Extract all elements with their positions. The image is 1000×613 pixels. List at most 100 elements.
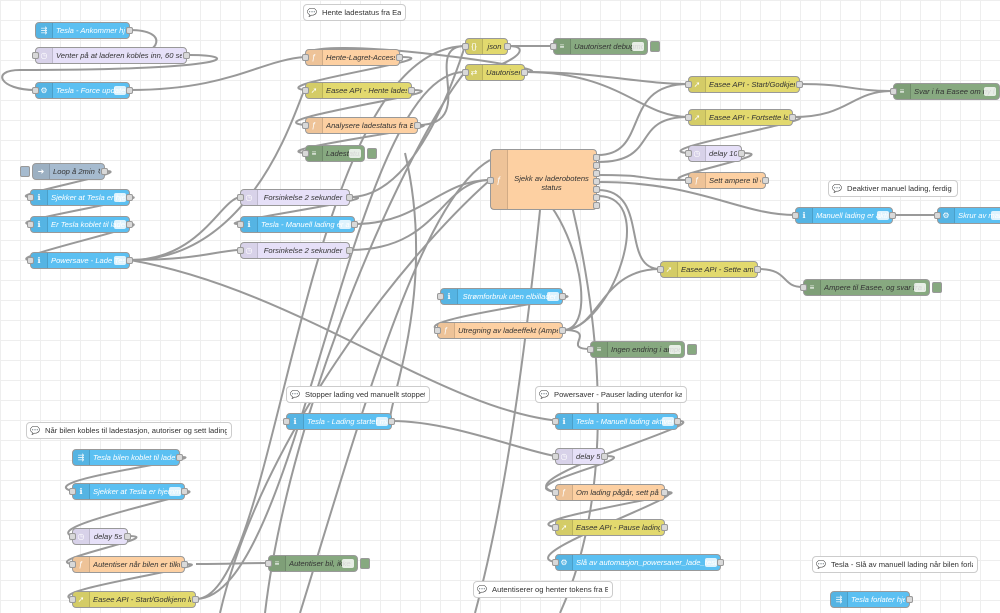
node-ingen-endring-ampere[interactable]: ≡Ingen endring i ampere: [587, 341, 697, 358]
input-port[interactable]: [434, 327, 441, 334]
input-port[interactable]: [462, 69, 469, 76]
input-port[interactable]: [890, 88, 897, 95]
input-port[interactable]: [552, 418, 559, 425]
output-port[interactable]: [126, 221, 133, 228]
node-easee-api-pause[interactable]: ➚Easee API - Pause lading: [552, 519, 668, 536]
output-port[interactable]: [559, 293, 566, 300]
input-port[interactable]: [69, 488, 76, 495]
input-port[interactable]: [302, 54, 309, 61]
input-port[interactable]: [685, 114, 692, 121]
input-port[interactable]: [302, 87, 309, 94]
input-port[interactable]: [552, 524, 559, 531]
input-port[interactable]: [69, 533, 76, 540]
input-port[interactable]: [552, 453, 559, 460]
node-deaktiver-manuel-lading[interactable]: 💬Deaktiver manuel lading, ferdig ladet: [828, 180, 958, 197]
input-port[interactable]: [437, 293, 444, 300]
node-comment-hente-ladestatus[interactable]: 💬Hente ladestatus fra Easee: [303, 4, 406, 21]
input-port[interactable]: [32, 52, 39, 59]
input-port[interactable]: [302, 150, 309, 157]
node-powersaver-pauser-comment[interactable]: 💬Powersaver - Pauser lading utenfor kale…: [535, 386, 687, 403]
input-port[interactable]: [283, 418, 290, 425]
node-forsinkelse-2s-2[interactable]: ◷Forsinkelse 2 sekunder: [237, 242, 353, 259]
output-port[interactable]: [593, 178, 600, 185]
inject-button[interactable]: [20, 166, 30, 177]
output-port[interactable]: [351, 221, 358, 228]
output-port[interactable]: [396, 54, 403, 61]
input-port[interactable]: [685, 81, 692, 88]
node-easee-api-hente-ladestatus[interactable]: ➚Easee API - Hente ladestatus: [302, 82, 415, 99]
output-port[interactable]: [414, 122, 421, 129]
input-port[interactable]: [302, 122, 309, 129]
node-tesla-forlater-hjem[interactable]: ⇶Tesla forlater hjem: [830, 591, 913, 608]
debug-toggle-button[interactable]: [650, 41, 660, 52]
input-port[interactable]: [237, 221, 244, 228]
node-easee-api-start-godkjenn[interactable]: ➚Easee API - Start/Godkjenn lading: [685, 76, 803, 93]
node-tesla-force-update[interactable]: ⚙Tesla - Force update: [32, 82, 133, 99]
node-delay-5s-1[interactable]: ◷delay 5s: [552, 448, 608, 465]
node-naar-bilen-kobles-comment[interactable]: 💬Når bilen kobles til ladestasjon, autor…: [26, 422, 232, 439]
output-port[interactable]: [126, 27, 133, 34]
node-venter-paa-laderen[interactable]: ◷Venter på at laderen kobles inn, 60 sek…: [32, 47, 190, 64]
output-port[interactable]: [346, 247, 353, 254]
output-port[interactable]: [176, 454, 183, 461]
output-port[interactable]: [717, 559, 724, 566]
debug-toggle-button[interactable]: [687, 344, 697, 355]
output-port[interactable]: [661, 489, 668, 496]
input-port[interactable]: [800, 284, 807, 291]
output-port[interactable]: [593, 162, 600, 169]
node-tesla-ankommer[interactable]: ⇶Tesla - Ankommer hjemme: [35, 22, 133, 39]
node-ampere-til-easee[interactable]: ≡Ampere til Easee, og svar fra Easee: [800, 279, 942, 296]
node-tesla-bilen-koblet[interactable]: ⇶Tesla bilen koblet til lader: [72, 449, 183, 466]
input-port[interactable]: [27, 257, 34, 264]
output-port[interactable]: [593, 170, 600, 177]
output-port[interactable]: [126, 257, 133, 264]
output-port[interactable]: [183, 52, 190, 59]
output-port[interactable]: [388, 418, 395, 425]
input-port[interactable]: [69, 561, 76, 568]
node-tesla-slaa-av-comment[interactable]: 💬Tesla - Slå av manuell lading når bilen…: [812, 556, 978, 573]
debug-toggle-button[interactable]: [360, 558, 370, 569]
input-port[interactable]: [462, 43, 469, 50]
input-port[interactable]: [487, 177, 494, 184]
input-port[interactable]: [27, 221, 34, 228]
node-easee-api-sette-ampere[interactable]: ➚Easee API - Sette ampere: [657, 261, 761, 278]
output-port[interactable]: [796, 81, 803, 88]
debug-toggle-button[interactable]: [932, 282, 942, 293]
input-port[interactable]: [32, 87, 39, 94]
output-port[interactable]: [126, 87, 133, 94]
node-delay-5s-2[interactable]: ◷delay 5s: [69, 528, 131, 545]
output-port[interactable]: [593, 154, 600, 161]
input-port[interactable]: [685, 150, 692, 157]
input-port[interactable]: [685, 177, 692, 184]
output-port[interactable]: [738, 150, 745, 157]
input-port[interactable]: [657, 266, 664, 273]
output-port[interactable]: [889, 212, 896, 219]
output-port[interactable]: [126, 194, 133, 201]
output-port[interactable]: [192, 596, 199, 603]
output-port[interactable]: [661, 524, 668, 531]
input-port[interactable]: [69, 596, 76, 603]
node-stopper-lading-comment[interactable]: 💬Stopper lading ved manuellt stoppet lad…: [286, 386, 430, 403]
output-port[interactable]: [789, 114, 796, 121]
output-port[interactable]: [521, 69, 528, 76]
output-port[interactable]: [504, 43, 511, 50]
output-port[interactable]: [906, 596, 913, 603]
node-autentiserer-comment[interactable]: 💬Autentiserer og henter tokens fra Easee: [473, 581, 613, 598]
node-loop-2min[interactable]: ➜Loop å 2min ↻: [20, 163, 108, 180]
node-autentiser-bil-ikke-lad[interactable]: ≡Autentiser bil, ikke lad.: [265, 555, 370, 572]
node-forsinkelse-2s-1[interactable]: ◷Forsinkelse 2 sekunder: [237, 189, 353, 206]
node-easee-api-start-godkjenn-2[interactable]: ➚Easee API - Start/Godkjenn lading: [69, 591, 199, 608]
node-json[interactable]: {}json: [462, 38, 511, 55]
input-port[interactable]: [265, 560, 272, 567]
output-port[interactable]: [408, 87, 415, 94]
node-uautorisert[interactable]: ⇄Uautorisert: [462, 64, 528, 81]
